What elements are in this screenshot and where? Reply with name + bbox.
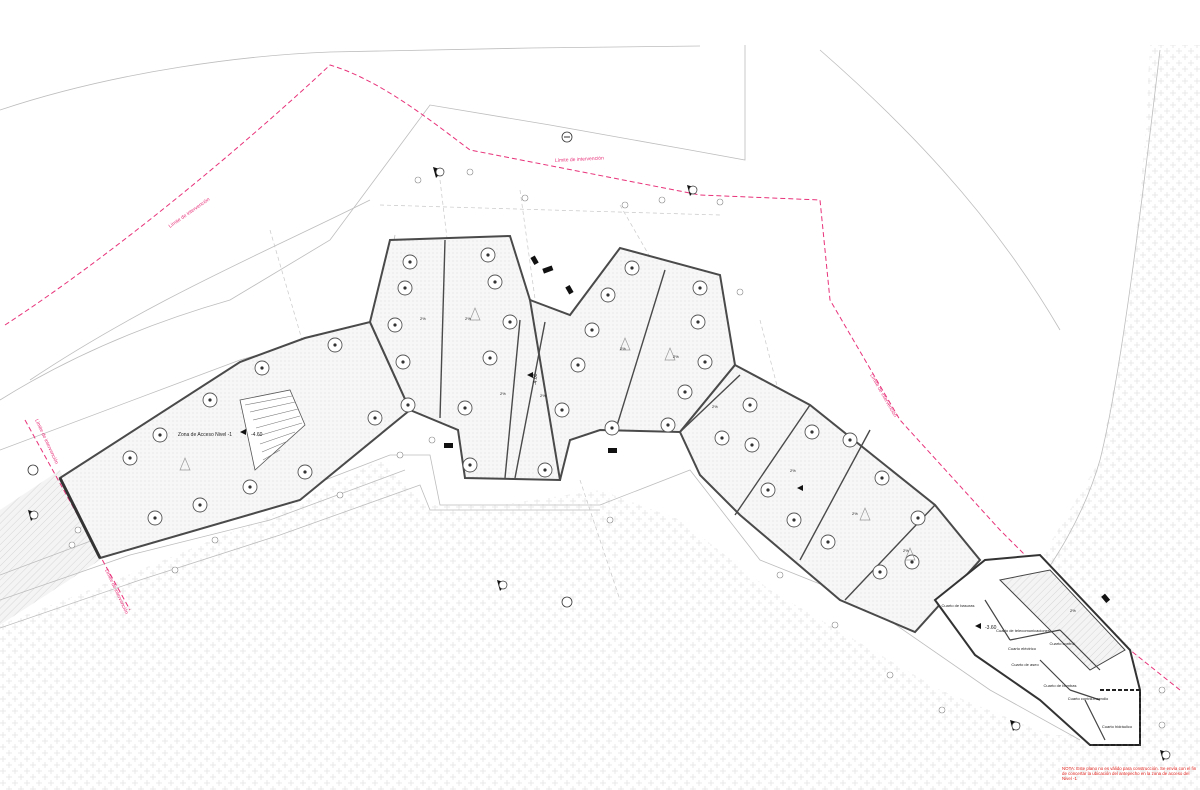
room-contraincendio: Cuarto contra-incendio: [1068, 696, 1109, 701]
column: [570, 357, 586, 373]
limit-label-2: Límite de intervención: [168, 197, 212, 230]
section-cut-markers: [444, 255, 1111, 603]
column: [604, 420, 620, 436]
slope-label: 2%: [420, 316, 426, 321]
slope-label: 2%: [500, 391, 506, 396]
plan-labels: Zona de Acceso Nivel -1 -4.60 -4.00 -3.6…: [178, 316, 1133, 729]
column: [874, 470, 890, 486]
room-telecom: Cuarto de telecomunicaciones: [996, 628, 1050, 633]
column: [904, 554, 920, 570]
column: [482, 350, 498, 366]
room-bombas: Cuarto de bombas: [1044, 683, 1077, 688]
column: [600, 287, 616, 303]
zone-label: Zona de Acceso Nivel -1: [178, 432, 232, 438]
column: [554, 402, 570, 418]
construction-note: NOTA: Este plano no es válido para const…: [1062, 766, 1197, 782]
room-electrico: Cuarto eléctrico: [1008, 646, 1037, 651]
room-hidraulico: Cuarto hidráulico: [1102, 724, 1133, 729]
column: [402, 254, 418, 270]
column: [804, 424, 820, 440]
column: [242, 479, 258, 495]
column: [537, 462, 553, 478]
column: [400, 397, 416, 413]
gridline-bubbles: [68, 168, 1166, 729]
column: [397, 280, 413, 296]
column: [714, 430, 730, 446]
column: [480, 247, 496, 263]
slope-label: 2%: [712, 404, 718, 409]
column: [122, 450, 138, 466]
column: [744, 437, 760, 453]
slope-label: 2%: [1070, 608, 1076, 613]
column: [297, 464, 313, 480]
room-basuras: Cuarto de basuras: [942, 603, 975, 608]
slope-label: 2%: [620, 346, 626, 351]
column: [147, 510, 163, 526]
column: [254, 360, 270, 376]
note-block: NOTA: Este plano no es válido para const…: [1062, 766, 1197, 782]
column: [872, 564, 888, 580]
column: [487, 274, 503, 290]
slope-label: 2%: [903, 548, 909, 553]
column: [697, 354, 713, 370]
column: [457, 400, 473, 416]
column: [786, 512, 802, 528]
level-marker-icon: [240, 372, 981, 629]
column: [742, 397, 758, 413]
column: [327, 337, 343, 353]
slope-label: 2%: [540, 393, 546, 398]
column: [192, 497, 208, 513]
slope-label: 2%: [673, 354, 679, 359]
slope-markers: [179, 307, 916, 561]
limit-label-3: Límite de intervención: [868, 373, 898, 419]
column: [624, 260, 640, 276]
section-marker-icon: [27, 131, 1171, 761]
column: [692, 280, 708, 296]
level-access: -4.60: [251, 432, 263, 438]
column: [842, 432, 858, 448]
building-footprint: [58, 234, 1141, 746]
columns: [122, 247, 926, 580]
room-control: Cuarto control: [1049, 641, 1074, 646]
column: [677, 384, 693, 400]
stair: [239, 389, 306, 471]
level-center: -4.00: [533, 373, 539, 385]
column: [584, 322, 600, 338]
column: [910, 510, 926, 526]
room-aseo: Cuarto de aseo: [1011, 662, 1039, 667]
slope-label: 2%: [790, 468, 796, 473]
column: [202, 392, 218, 408]
column: [820, 534, 836, 550]
column: [760, 482, 776, 498]
level-services: -3.60: [985, 625, 997, 631]
column: [660, 417, 676, 433]
limit-label-1: Límite de intervención: [555, 155, 604, 164]
slope-label: 2%: [465, 316, 471, 321]
column: [462, 457, 478, 473]
column: [395, 354, 411, 370]
column: [690, 314, 706, 330]
slope-label: 2%: [852, 511, 858, 516]
column: [367, 410, 383, 426]
column: [387, 317, 403, 333]
column: [502, 314, 518, 330]
column: [152, 427, 168, 443]
